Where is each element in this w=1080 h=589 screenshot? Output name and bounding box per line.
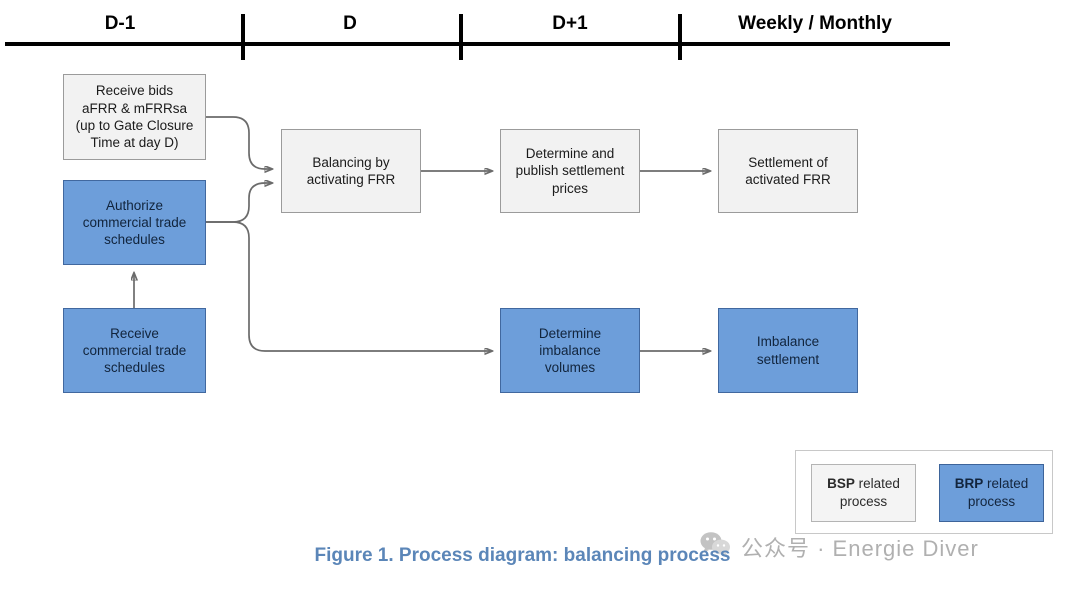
label-line: (up to Gate Closure [75, 118, 194, 133]
label-line: Receive bids [95, 83, 174, 99]
legend-code-bsp: BSP [827, 476, 855, 492]
label-line: publish settlement [515, 163, 625, 179]
edge-authorize-to-balancing [206, 183, 272, 223]
label-line: Determine [538, 325, 602, 341]
label-line: imbalance [539, 342, 601, 358]
timeline-label-weekly-monthly: Weekly / Monthly [738, 13, 892, 34]
label-line: volumes [544, 360, 596, 376]
label-line: activated FRR [745, 172, 831, 187]
label-line: commercial trade [82, 214, 187, 230]
timeline-label-d-1: D-1 [104, 13, 136, 34]
legend-text-brp: related process [967, 476, 1029, 509]
legend-text-bsp: related process [839, 476, 900, 509]
label-line: activating FRR [306, 172, 396, 187]
label-line: Determine and [525, 146, 615, 162]
legend-item-brp: BRP related process [939, 464, 1044, 522]
label-line: Receive [110, 325, 159, 341]
process-node-label: Balancing by activating FRR [286, 154, 416, 189]
label-line: settlement [756, 351, 820, 367]
legend-box: BSP related process BRP related process [795, 450, 1053, 534]
timeline-label-d: D [343, 13, 357, 34]
label-line: Imbalance [756, 334, 820, 350]
label-line: aFRR & mFRRsa [81, 100, 187, 116]
edge-authorize-to-determine-imbalance [206, 221, 492, 351]
process-node-settlement-of-activated-frr: Settlement of activated FRR [718, 129, 858, 213]
label-line: schedules [104, 232, 165, 248]
watermark: 公众号 · Energie Diver [700, 531, 979, 563]
process-node-label: Settlement of activated FRR [723, 154, 853, 189]
label-line: Authorize [105, 197, 164, 213]
label-line: Balancing by [312, 154, 390, 170]
label-line: Settlement of [748, 154, 828, 170]
label-line: commercial trade [82, 342, 187, 358]
legend-code-brp: BRP [954, 476, 984, 492]
label-line: Time at day D) [90, 135, 179, 151]
legend-item-bsp: BSP related process [811, 464, 916, 522]
label-line: schedules [104, 360, 165, 376]
timeline-label-d-1: D+1 [552, 13, 588, 34]
label-line: prices [551, 180, 588, 196]
timeline-axis [5, 14, 950, 60]
edge-receive-bids-to-balancing [206, 116, 272, 169]
process-node-balancing-by-activating-frr: Balancing by activating FRR [281, 129, 421, 213]
wechat-icon [700, 531, 732, 563]
figure-caption: Figure 1. Process diagram: balancing pro… [314, 545, 731, 566]
watermark-text: 公众号 · Energie Diver [741, 536, 979, 561]
